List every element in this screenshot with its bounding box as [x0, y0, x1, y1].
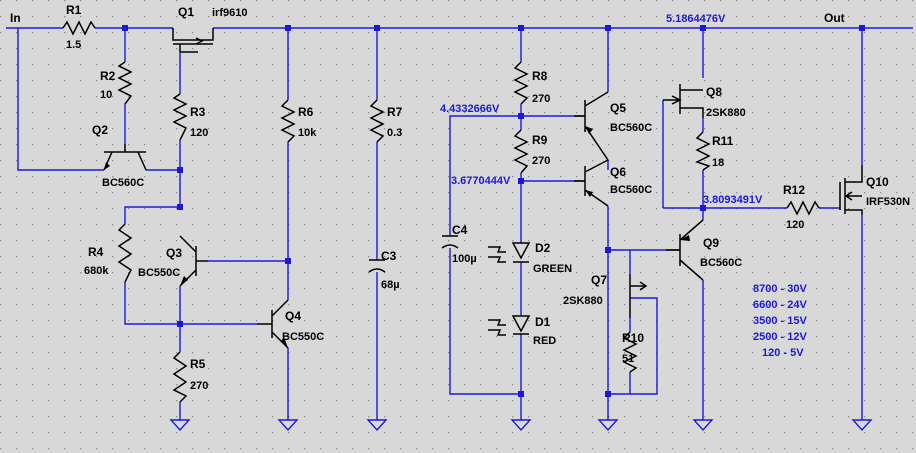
d1-name: D1 [535, 315, 551, 329]
r6-name: R6 [298, 105, 314, 119]
r10-name: R10 [622, 331, 644, 345]
r9-name: R9 [532, 133, 548, 147]
q1-value: irf9610 [212, 7, 247, 19]
voltage-r9-d2-node: 3.6770444V [451, 175, 511, 187]
r4-value: 680k [84, 265, 109, 277]
note-line: 6600 - 24V [753, 299, 807, 311]
note-line: 2500 - 12V [753, 331, 807, 343]
q5-name: Q5 [610, 101, 626, 115]
note-line: 8700 - 30V [753, 283, 807, 295]
resistance-voltage-notes: 8700 - 30V 6600 - 24V 3500 - 15V 2500 - … [753, 283, 807, 359]
r1-value: 1.5 [66, 39, 81, 51]
voltage-labels: 5.1864476V 4.4332666V 3.6770444V 3.80934… [440, 13, 763, 206]
q7-name: Q7 [591, 273, 607, 287]
r8-value: 270 [532, 93, 550, 105]
voltage-r8-r9-node: 4.4332666V [440, 103, 500, 115]
c4-value: 100µ [452, 253, 477, 265]
junctions [122, 25, 865, 397]
r5-value: 270 [190, 380, 208, 392]
q7-value: 2SK880 [563, 295, 603, 307]
q9-name: Q9 [703, 236, 719, 250]
q1-name: Q1 [178, 5, 194, 19]
r2-value: 10 [100, 89, 112, 101]
capacitors [368, 235, 459, 273]
component-labels: R1 1.5 Q1 irf9610 R2 10 R3 120 Q2 BC560C… [66, 3, 910, 392]
q6-value: BC560C [610, 184, 652, 196]
c3-name: C3 [381, 249, 397, 263]
d2-name: D2 [535, 241, 551, 255]
r4-name: R4 [88, 245, 104, 259]
note-line: 3500 - 15V [753, 315, 807, 327]
r11-name: R11 [712, 134, 734, 148]
r3-name: R3 [190, 105, 206, 119]
q6-name: Q6 [610, 165, 626, 179]
net-label-out: Out [824, 11, 845, 25]
q2-name: Q2 [92, 123, 108, 137]
net-label-in: In [10, 11, 21, 25]
transistors [103, 28, 863, 349]
note-line: 120 - 5V [762, 347, 804, 359]
q3-value: BC550C [138, 267, 180, 279]
r11-value: 18 [712, 157, 724, 169]
q10-name: Q10 [866, 175, 889, 189]
q5-value: BC560C [610, 122, 652, 134]
voltage-q8-r12-node: 3.8093491V [703, 194, 763, 206]
r2-name: R2 [100, 69, 116, 83]
q2-value: BC560C [102, 177, 144, 189]
r7-value: 0.3 [387, 127, 402, 139]
r3-value: 120 [190, 127, 208, 139]
r9-value: 270 [532, 155, 550, 167]
net-labels: In Out [10, 11, 845, 25]
q10-value: IRF530N [866, 196, 910, 208]
r7-name: R7 [387, 105, 403, 119]
q8-value: 2SK880 [706, 107, 746, 119]
r12-value: 120 [786, 219, 804, 231]
r5-name: R5 [190, 357, 206, 371]
resistors [62, 20, 820, 403]
r6-value: 10k [298, 127, 317, 139]
q9-value: BC560C [700, 257, 742, 269]
r12-name: R12 [783, 183, 805, 197]
ground-symbols [169, 419, 873, 432]
r8-name: R8 [532, 69, 548, 83]
q4-name: Q4 [285, 309, 301, 323]
q4-value: BC550C [282, 331, 324, 343]
voltage-top-rail: 5.1864476V [666, 13, 726, 25]
c3-value: 68µ [381, 279, 400, 291]
q3-name: Q3 [166, 246, 182, 260]
diodes [488, 242, 531, 336]
d2-value: GREEN [533, 263, 572, 275]
q8-name: Q8 [706, 85, 722, 99]
r1-name: R1 [66, 3, 82, 17]
r10-value: 51 [622, 353, 634, 365]
wires [6, 27, 913, 420]
d1-value: RED [533, 335, 556, 347]
c4-name: C4 [452, 223, 468, 237]
